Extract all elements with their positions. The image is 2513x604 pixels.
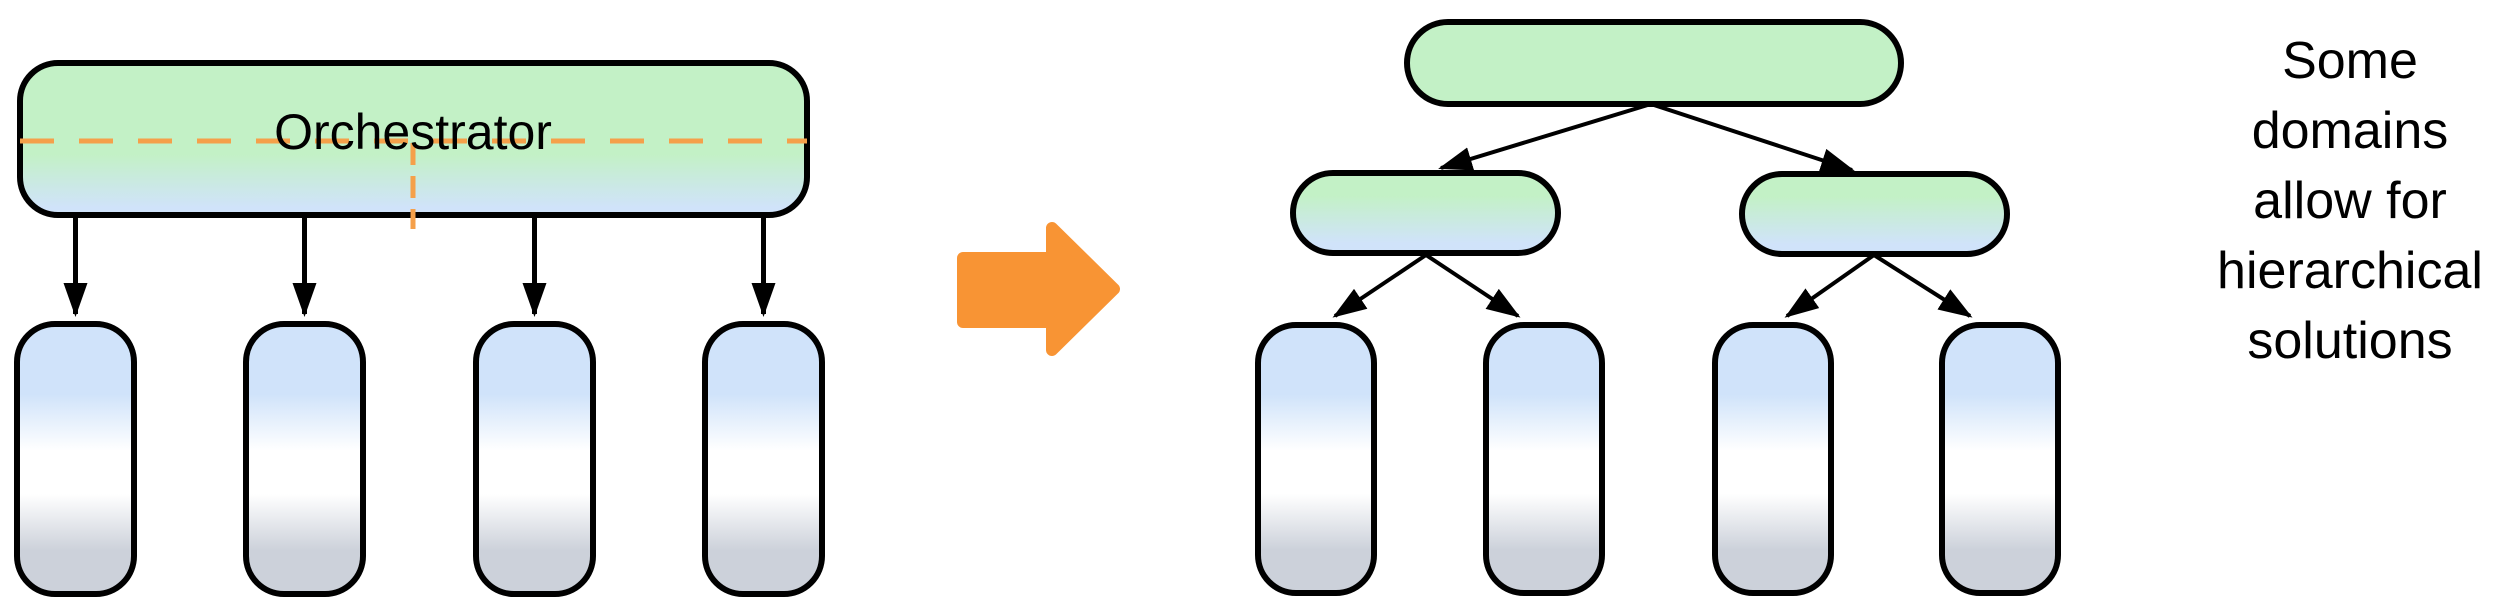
tree-edge-arrow [1650, 102, 1855, 172]
worker-node [1939, 322, 2061, 596]
tree-edge-arrow [1332, 253, 1428, 318]
right-worker-nodes [1255, 322, 2061, 596]
worker-node [1483, 322, 1605, 596]
sub-orchestrator-node [1739, 171, 2010, 257]
worker-node [1712, 322, 1834, 596]
worker-node [14, 321, 137, 597]
sub-orchestrator-nodes [1290, 170, 2010, 257]
worker-node [243, 321, 366, 597]
worker-node [702, 321, 825, 597]
side-note: Some domains allow for hierarchical solu… [2217, 32, 2483, 370]
tree-edge-arrow [1784, 253, 1876, 318]
root-orchestrator-node [1404, 19, 1904, 107]
worker-node [1255, 322, 1377, 596]
tree-edge-arrow [1872, 253, 1973, 318]
tree-edge-arrow [1438, 102, 1652, 171]
sub-orchestrator-node [1290, 170, 1561, 256]
orchestrator-label: Orchestrator [274, 104, 552, 160]
tree-edge-arrow [1424, 253, 1521, 318]
left-worker-nodes [14, 321, 825, 597]
tree-edges [1332, 102, 1973, 318]
orchestrator-to-worker-arrows [63, 218, 776, 317]
transform-right-arrow-icon [957, 222, 1120, 356]
worker-node [473, 321, 596, 597]
